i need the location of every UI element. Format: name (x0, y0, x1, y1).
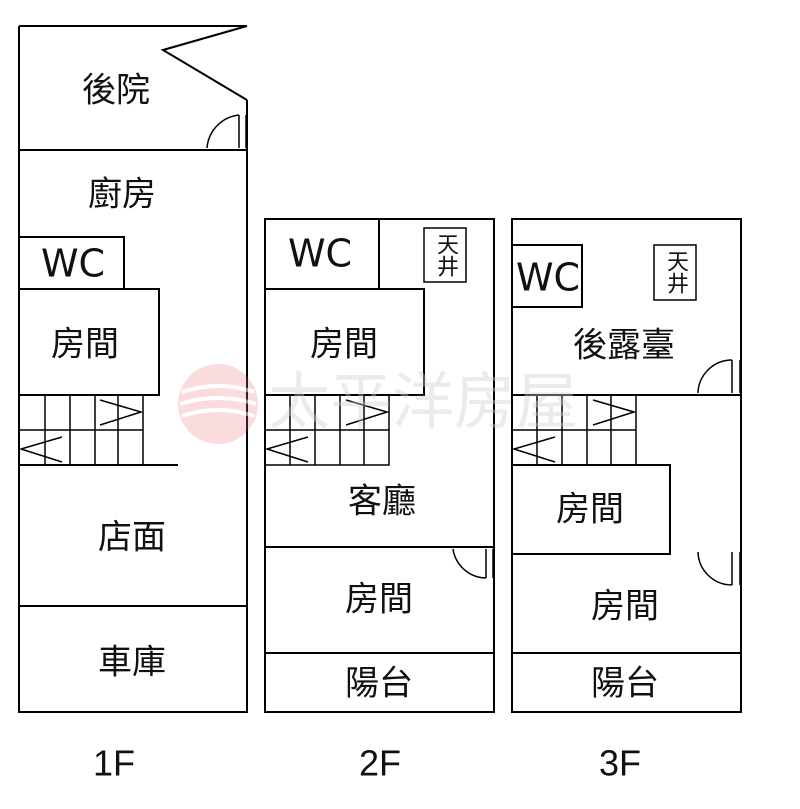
watermark: 太平洋房屋 (178, 364, 578, 444)
room-storefront-1f: 店面 (98, 518, 166, 558)
room-wc-1f: WC (41, 242, 105, 286)
room-living-2f: 客廳 (348, 482, 416, 522)
room-garage-1f: 車庫 (98, 643, 166, 683)
room-kitchen-1f: 廚房 (88, 175, 156, 215)
stairs-2f (264, 394, 390, 466)
room-bedroom-2f: 房間 (310, 325, 378, 365)
floor-label-2f: 2F (359, 743, 401, 784)
room-bedroom-3f: 房間 (556, 490, 624, 530)
room-front-2f: 房間 (345, 580, 413, 620)
floor-2f: WC 天井 房間 客廳 房間 陽台 2F (264, 218, 495, 784)
room-front-3f: 房間 (591, 587, 659, 627)
floor-label-1f: 1F (93, 743, 135, 784)
room-balcony-2f: 陽台 (345, 664, 413, 704)
room-wc-2f: WC (288, 232, 352, 276)
room-wc-3f: WC (516, 256, 580, 300)
floor-label-3f: 3F (599, 743, 641, 784)
stairs-1f (18, 394, 178, 466)
watermark-text: 太平洋房屋 (268, 365, 578, 438)
room-skylight-3f: 天井 (663, 250, 689, 294)
room-terrace-3f: 後露臺 (573, 326, 675, 366)
room-bedroom-1f: 房間 (51, 325, 119, 365)
watermark-logo (178, 364, 258, 444)
skylight-box-3f (653, 244, 697, 301)
room-skylight-2f: 天井 (433, 233, 459, 277)
skylight-box-2f (423, 227, 467, 283)
room-backyard-1f: 後院 (82, 71, 150, 111)
floor-3f: WC 天井 後露臺 房間 房間 陽台 3F (511, 218, 742, 784)
floor-1f: 後院 廚房 WC 房間 店面 車庫 1F (18, 25, 248, 784)
room-balcony-3f: 陽台 (591, 664, 659, 704)
stairs-3f (511, 394, 637, 466)
